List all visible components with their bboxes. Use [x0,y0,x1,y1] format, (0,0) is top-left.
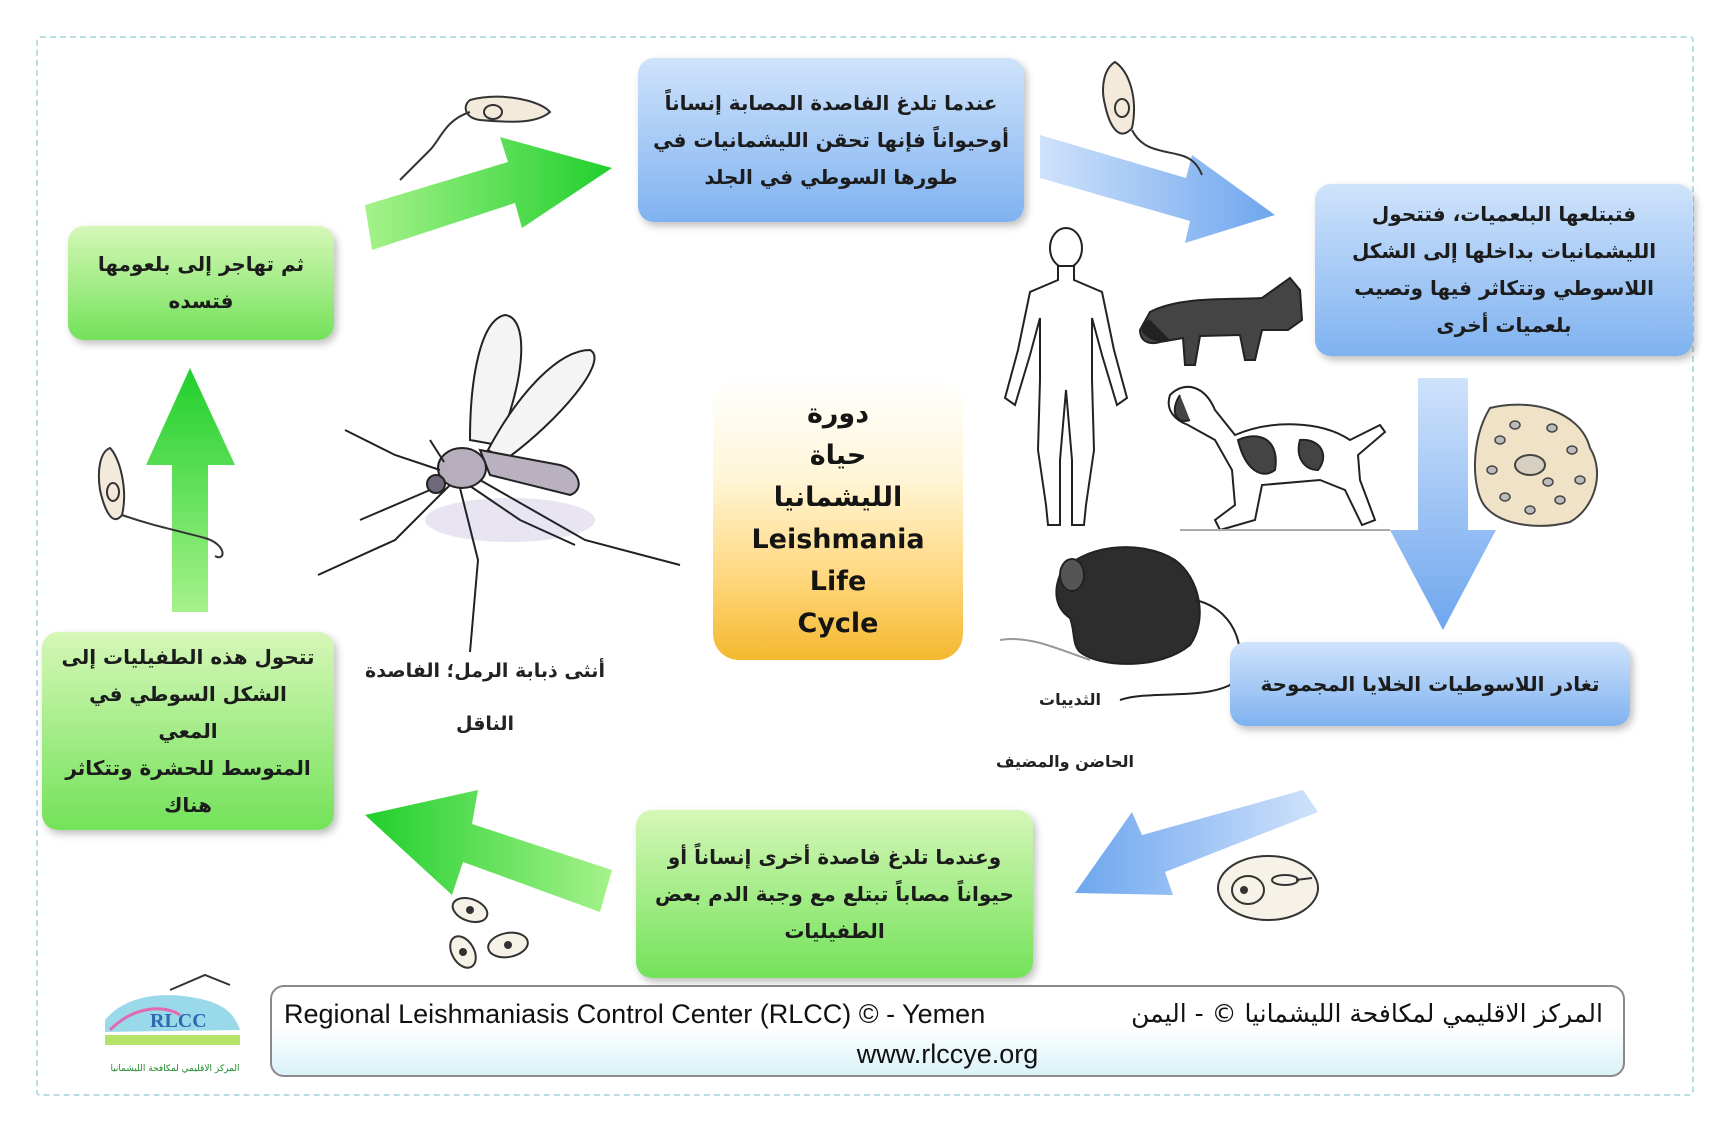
center-title: دورة حياة الليشمانيا Leishmania Life Cyc… [751,393,924,644]
step-ingest-text: وعندما تلدغ فاصدة أخرى إنساناً أو حيوانا… [655,839,1014,950]
dog-icon [1169,387,1390,530]
vector-label: أنثى ذبابة الرمل؛ الفاصدة الناقل [340,645,630,751]
green-arrow-to-transform [365,790,612,912]
step-release-text: تغادر اللاسوطيات الخلايا المجموحة [1261,666,1600,703]
step-bite-inject-text: عندما تلدغ الفاصدة المصابة إنساناً أوحيو… [653,85,1009,196]
step-transform-midgut: تتحول هذه الطفيليات إلى الشكل السوطي في … [42,632,334,830]
logo-text: RLCC [150,1010,207,1033]
step-phagocytosis: فتبتلعها البلعميات، فتتحول الليشمانيات ب… [1315,184,1693,356]
footer-url-link[interactable]: www.rlccye.org [272,1039,1623,1070]
step-transform-midgut-text: تتحول هذه الطفيليات إلى الشكل السوطي في … [56,639,320,824]
step-ingest: وعندما تلدغ فاصدة أخرى إنساناً أو حيوانا… [636,810,1033,978]
step-bite-inject: عندما تلدغ الفاصدة المصابة إنساناً أوحيو… [638,58,1024,222]
rat-icon [1000,547,1240,700]
step-phagocytosis-text: فتبتلعها البلعميات، فتتحول الليشمانيات ب… [1352,196,1656,344]
blue-arrow-to-phagocytosis [1040,135,1275,243]
sandfly-icon [318,315,680,652]
footer-banner: Regional Leishmaniasis Control Center (R… [270,985,1625,1077]
green-arrow-to-migrate [146,368,235,612]
fox-icon [1140,278,1302,365]
footer-org-arabic: المركز الاقليمي لمكافحة الليشمانيا © - ا… [1131,999,1603,1028]
human-icon [1005,228,1127,525]
footer-org-english: Regional Leishmaniasis Control Center (R… [284,999,985,1030]
mammals-label: الثدييات [1010,690,1130,709]
step-migrate: ثم تهاجر إلى بلعومها فتسده [68,226,334,340]
blue-arrow-to-release [1390,378,1496,630]
amastigotes-icon [445,894,530,973]
center-title-box: دورة حياة الليشمانيا Leishmania Life Cyc… [713,378,963,660]
host-label: الحاضن والمضيف [965,752,1165,771]
step-release: تغادر اللاسوطيات الخلايا المجموحة [1230,642,1630,726]
amastigote-cell-icon [1218,856,1318,920]
step-migrate-text: ثم تهاجر إلى بلعومها فتسده [98,246,304,320]
infected-macrophage-icon [1475,405,1597,526]
green-arrow-to-inject [365,137,612,250]
logo-caption: المركز الاقليمي لمكافحة الليشمانيا [100,1064,250,1074]
